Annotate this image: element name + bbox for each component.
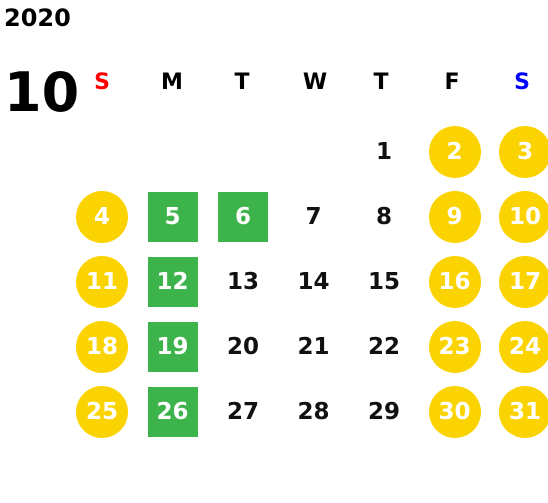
weekday-header-tuesday: T [234, 70, 250, 95]
weekday-header-monday: M [161, 70, 183, 95]
weekday-header-friday: F [444, 70, 460, 95]
day-cell-7[interactable]: 7 [305, 204, 322, 230]
weekday-header-wednesday: W [302, 70, 328, 95]
empty-day-cell [147, 126, 199, 178]
day-cell-20[interactable]: 20 [226, 334, 259, 360]
empty-day-cell [288, 126, 340, 178]
day-cell-19[interactable]: 19 [147, 322, 198, 372]
day-cell-16[interactable]: 16 [428, 256, 481, 308]
day-cell-3[interactable]: 3 [499, 126, 548, 178]
day-cell-31[interactable]: 31 [499, 386, 548, 438]
day-cell-10[interactable]: 10 [499, 191, 548, 243]
day-cell-2[interactable]: 2 [428, 126, 481, 178]
day-cell-22[interactable]: 22 [367, 334, 400, 360]
calendar-month: 10 [4, 61, 80, 124]
day-cell-12[interactable]: 12 [147, 257, 198, 307]
empty-day-cell [76, 126, 128, 178]
day-cell-11[interactable]: 11 [76, 256, 128, 308]
day-cell-6[interactable]: 6 [218, 192, 268, 242]
day-cell-30[interactable]: 30 [428, 386, 481, 438]
weekday-header-saturday: S [514, 70, 530, 95]
weekday-header-thursday: T [373, 70, 389, 95]
day-cell-23[interactable]: 23 [428, 321, 481, 373]
day-cell-14[interactable]: 14 [297, 269, 330, 295]
day-cell-26[interactable]: 26 [147, 387, 198, 437]
day-cell-29[interactable]: 29 [367, 399, 400, 425]
day-cell-15[interactable]: 15 [367, 269, 400, 295]
day-cell-28[interactable]: 28 [297, 399, 330, 425]
day-cell-13[interactable]: 13 [226, 269, 259, 295]
weekday-header-sunday: S [94, 70, 110, 95]
day-cell-25[interactable]: 25 [76, 386, 128, 438]
calendar-year: 2020 [4, 4, 71, 32]
empty-day-cell [217, 126, 269, 178]
day-cell-27[interactable]: 27 [226, 399, 259, 425]
day-cell-21[interactable]: 21 [297, 334, 330, 360]
day-cell-24[interactable]: 24 [499, 321, 548, 373]
day-cell-4[interactable]: 4 [76, 191, 128, 243]
day-cell-17[interactable]: 17 [499, 256, 548, 308]
day-cell-8[interactable]: 8 [375, 204, 392, 230]
day-cell-1[interactable]: 1 [375, 139, 392, 165]
day-cell-9[interactable]: 9 [428, 191, 481, 243]
day-cell-5[interactable]: 5 [147, 192, 198, 242]
day-cell-18[interactable]: 18 [76, 321, 128, 373]
